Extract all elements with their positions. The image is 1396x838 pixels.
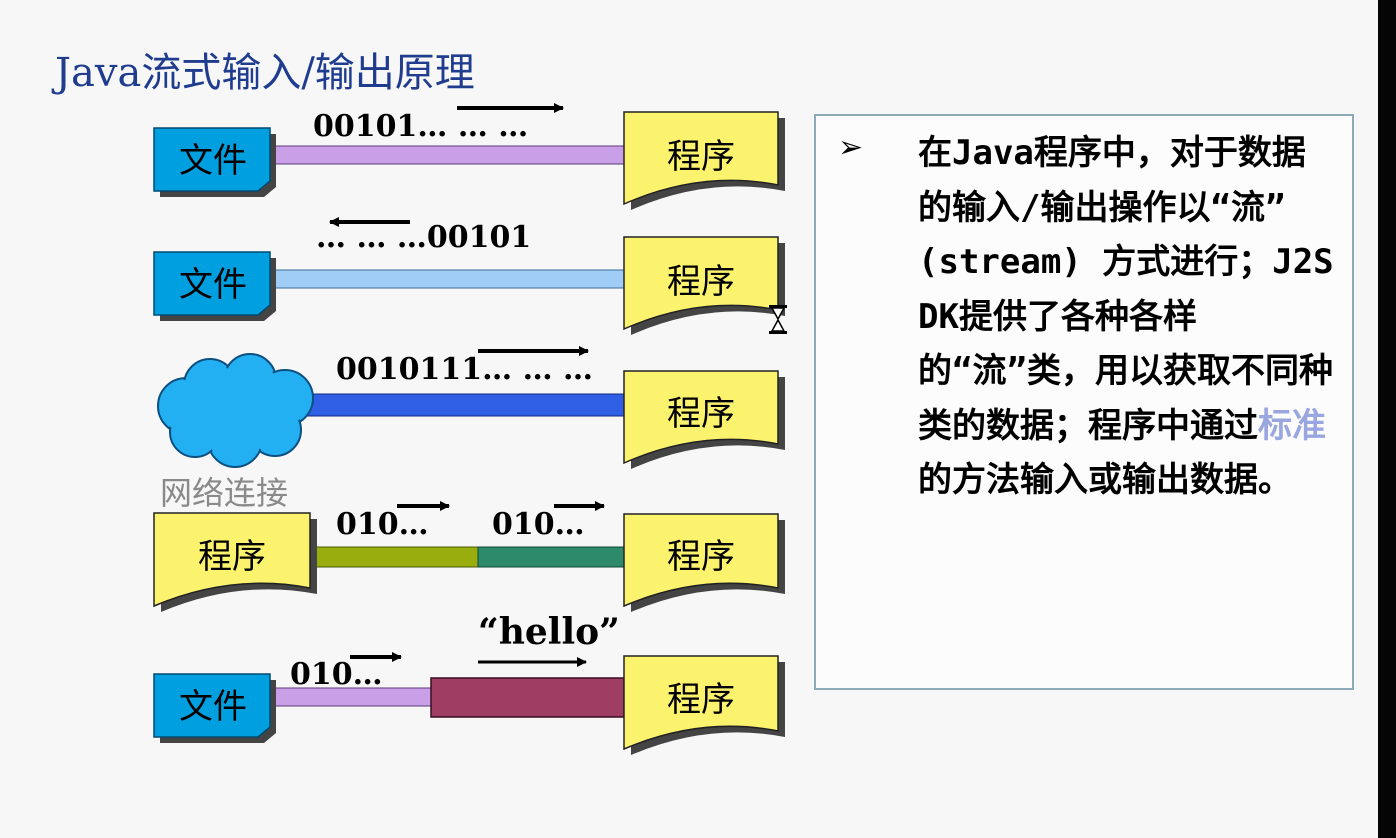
program-node <box>623 655 779 751</box>
stream-pipe-left <box>309 546 479 568</box>
stream-pipe-right <box>477 546 625 568</box>
file-node-label: 文件 <box>179 141 247 181</box>
stream-row-1: 文件 程序 00101… … … <box>153 103 785 210</box>
description-text-part: 的方法输入或输出数据。 <box>918 460 1292 500</box>
bit-stream-label-right: 010… <box>492 507 585 542</box>
program-node-label: 程序 <box>667 537 735 577</box>
page-title: Java流式输入/输出原理 <box>55 50 475 96</box>
bit-stream-label: 00101… … … <box>313 109 528 144</box>
program-node-label: 程序 <box>198 537 266 577</box>
bullet-arrow-icon: ➢ <box>838 130 864 165</box>
stream-row-2: 文件 程序 … … …00101 <box>153 217 787 335</box>
bit-stream-label: 010… <box>290 657 383 692</box>
description-box: ➢ 在Java程序中，对于数据的输入/输出操作以“流” (stream) 方式进… <box>814 114 1354 690</box>
bit-stream-label: … … …00101 <box>316 220 531 255</box>
file-node <box>153 127 271 192</box>
program-node-source <box>153 512 311 608</box>
program-node <box>623 370 779 465</box>
cloud-icon <box>157 353 314 468</box>
io-stream-diagram: 文件 程序 00101… … … 文件 程序 … … …00101 <box>153 103 787 755</box>
program-node-label: 程序 <box>667 262 735 302</box>
window-edge <box>1378 0 1396 838</box>
file-node-label: 文件 <box>179 687 247 727</box>
stream-row-4: 程序 程序 010… 010… <box>153 501 785 612</box>
stream-pipe-thick <box>430 677 625 718</box>
hourglass-cursor-icon <box>769 305 787 334</box>
stream-pipe <box>289 393 625 417</box>
description-text: 在Java程序中，对于数据的输入/输出操作以“流” (stream) 方式进行；… <box>918 126 1336 508</box>
program-node <box>623 111 779 206</box>
description-highlight: 标准 <box>1258 405 1326 446</box>
bit-stream-label-left: 010… <box>336 507 429 542</box>
file-node <box>153 251 271 316</box>
file-node <box>153 673 271 738</box>
description-text-part: 在Java程序中，对于数据的输入/输出操作以“流” (stream) 方式进行；… <box>918 133 1334 446</box>
program-node-label: 程序 <box>667 137 735 177</box>
program-node-label: 程序 <box>667 394 735 434</box>
stream-pipe <box>273 145 625 165</box>
string-stream-label: “hello” <box>478 611 620 653</box>
stream-row-3: 程序 0010111… … … <box>157 346 785 469</box>
program-node <box>623 513 779 608</box>
stream-row-5: 文件 程序 010… “hello” <box>153 611 785 755</box>
stream-pipe <box>273 269 625 289</box>
program-node-label: 程序 <box>667 680 735 720</box>
network-connection-label: 网络连接 <box>160 474 289 512</box>
file-node-label: 文件 <box>179 265 247 305</box>
bit-stream-label: 0010111… … … <box>336 352 593 387</box>
